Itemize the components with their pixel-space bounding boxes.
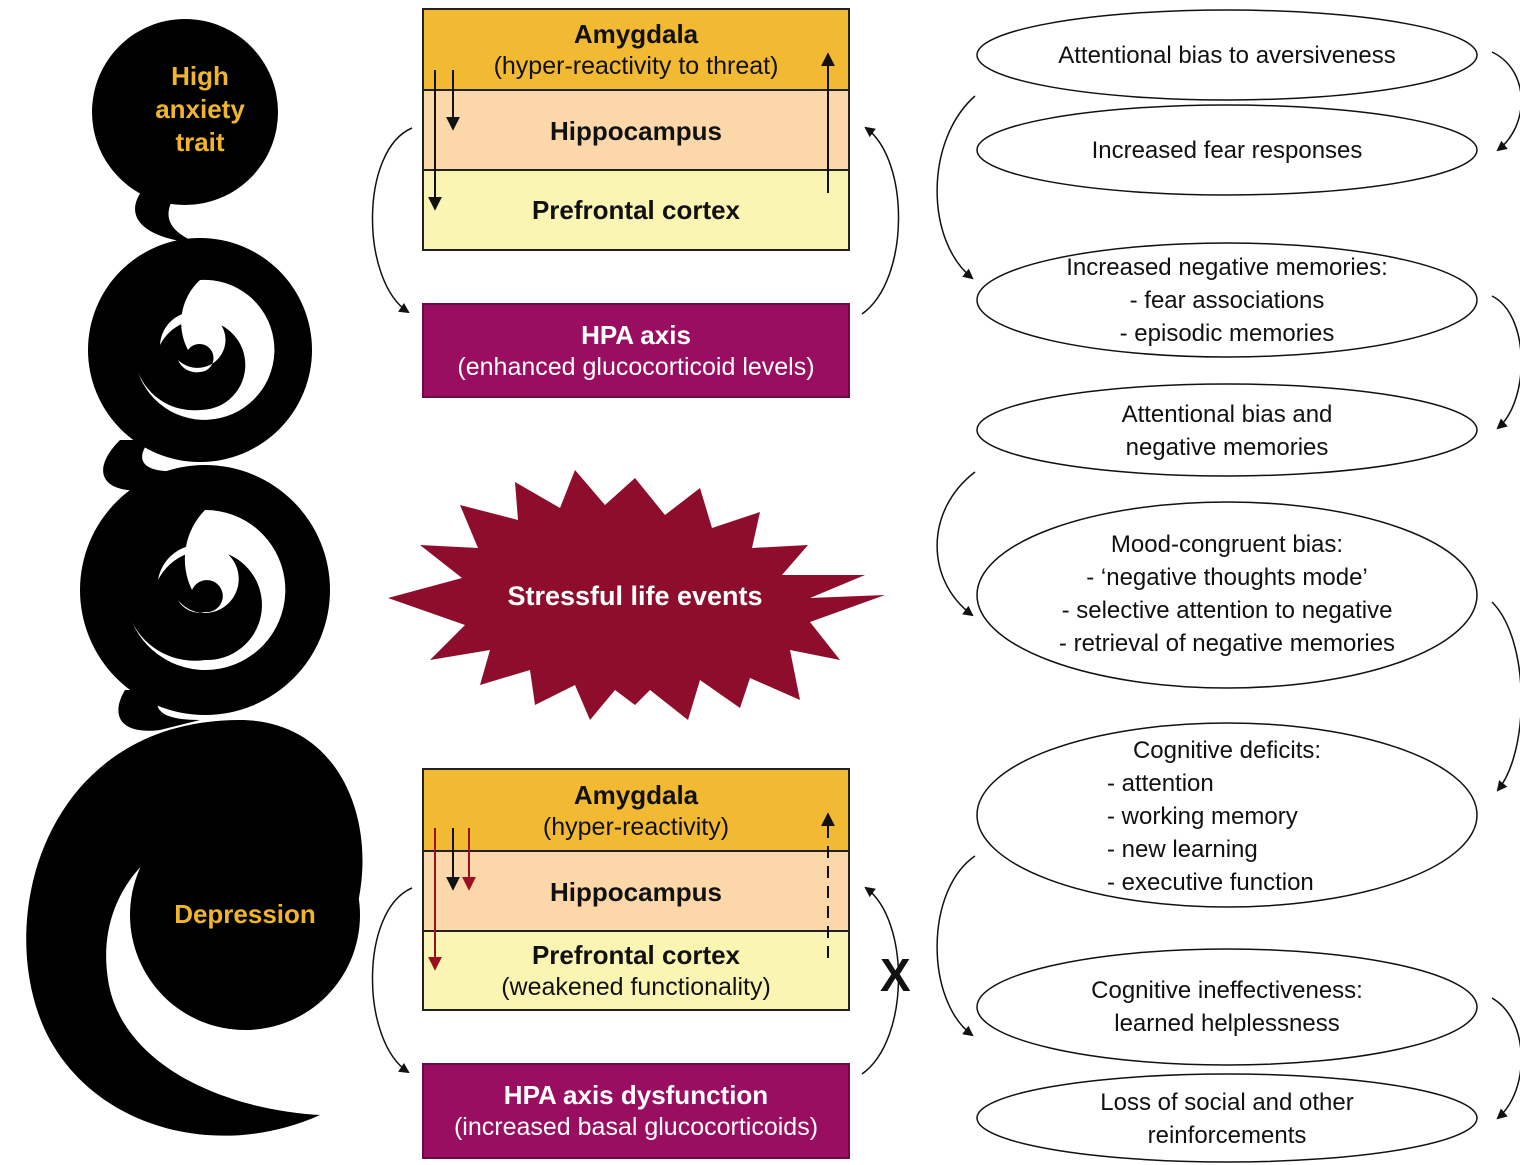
- top-amygdala-title: Amygdala: [573, 19, 699, 49]
- arrow-icon: [1491, 51, 1520, 152]
- ellipse-mood-congruent: [976, 501, 1478, 689]
- spiral-stem-1: [135, 182, 215, 250]
- top-amygdala-region: Amygdala (hyper-reactivity to threat): [422, 8, 850, 90]
- ellipse-line: - working memory: [1107, 802, 1298, 830]
- spiral-top-head: [92, 19, 278, 205]
- ellipse-text-loss-reinforcement: Loss of social and other reinforcements: [985, 1085, 1469, 1153]
- bottom-amygdala-region: Amygdala (hyper-reactivity): [422, 768, 850, 851]
- spiral-bottom-crescent: [26, 720, 363, 1136]
- ellipse-line: - selective attention to negative: [1061, 597, 1393, 624]
- ellipse-text-mood-congruent: Mood-congruent bias: - ‘negative thought…: [985, 526, 1469, 662]
- ellipse-fear-responses: [976, 104, 1478, 196]
- top-prefrontal-title: Prefrontal cortex: [531, 195, 741, 225]
- ellipse-line: - episodic memories: [1119, 319, 1335, 347]
- ellipse-line: - ‘negative thoughts mode’: [1086, 564, 1368, 591]
- ellipse-line: Mood-congruent bias:: [1110, 531, 1344, 558]
- ellipse-loss-reinforcement: [976, 1073, 1478, 1163]
- bottom-hpa-sub: (increased basal glucocorticoids): [453, 1113, 819, 1141]
- arrow-icon: [861, 886, 900, 1075]
- spiral-top-label-line: trait: [175, 127, 225, 157]
- arrow-icon: [1491, 601, 1520, 792]
- ellipse-text-fear-responses: Increased fear responses: [985, 117, 1469, 183]
- spiral-coil-2: [80, 465, 330, 715]
- bottom-amygdala-sub: (hyper-reactivity): [542, 812, 730, 841]
- ellipse-text-bias-memories: Attentional bias and negative memories: [985, 397, 1469, 465]
- ellipse-line: Cognitive ineffectiveness:: [1091, 977, 1363, 1004]
- bottom-hippocampus-title: Hippocampus: [550, 876, 722, 907]
- depression-label: Depression: [174, 899, 316, 929]
- top-hippocampus-title: Hippocampus: [550, 115, 722, 146]
- ellipse-line: Increased negative memories:: [1066, 253, 1388, 281]
- ellipse-text-ineffectiveness: Cognitive ineffectiveness: learned helpl…: [985, 973, 1469, 1041]
- arrow-icon: [1491, 997, 1520, 1120]
- ellipse-line: - retrieval of negative memories: [1058, 630, 1396, 657]
- ellipse-line: Attentional bias and: [1121, 401, 1333, 428]
- top-hpa-sub: (enhanced glucocorticoid levels): [457, 352, 815, 381]
- ellipse-line: Increased fear responses: [1091, 136, 1363, 164]
- ellipse-line: Cognitive deficits:: [1132, 736, 1322, 764]
- ellipse-line: Loss of social and other: [1100, 1089, 1354, 1116]
- ellipse-text-attentional-bias: Attentional bias to aversiveness: [985, 22, 1469, 88]
- top-hippocampus-region: Hippocampus: [422, 89, 850, 170]
- ellipse-line: - executive function: [1107, 868, 1314, 896]
- spiral-bottom-label: Depression: [155, 898, 335, 931]
- arrow-icon: [936, 471, 976, 617]
- ellipse-line: negative memories: [1125, 434, 1329, 461]
- spiral-top-label: High anxiety trait: [140, 60, 260, 159]
- stress-label: Stressful life events: [507, 581, 763, 611]
- ellipse-line: - fear associations: [1129, 286, 1325, 314]
- bottom-prefrontal-region: Prefrontal cortex (weakened functionalit…: [422, 930, 850, 1011]
- bottom-prefrontal-sub: (weakened functionality): [501, 972, 771, 1001]
- ellipse-bias-memories: [976, 383, 1478, 477]
- ellipse-line: - attention: [1107, 769, 1214, 797]
- bottom-hippocampus-region: Hippocampus: [422, 850, 850, 931]
- ellipse-negative-memories: [976, 242, 1478, 358]
- ellipse-line: reinforcements: [1147, 1122, 1307, 1149]
- spiral-top-label-line: High: [171, 61, 229, 91]
- ellipse-text-cognitive-deficits: Cognitive deficits: - attention - workin…: [985, 732, 1469, 900]
- ellipse-cognitive-deficits: [976, 722, 1478, 908]
- bottom-amygdala-title: Amygdala: [573, 779, 699, 810]
- top-prefrontal-region: Prefrontal cortex: [422, 169, 850, 251]
- ellipse-attentional-bias: [976, 9, 1478, 101]
- ellipse-line: Attentional bias to aversiveness: [1058, 41, 1396, 69]
- arrow-icon: [861, 126, 900, 315]
- ellipse-line: learned helplessness: [1114, 1010, 1340, 1037]
- arrow-icon: [936, 855, 976, 1037]
- bottom-prefrontal-title: Prefrontal cortex: [531, 939, 741, 970]
- spiral-coil-1: [88, 238, 312, 462]
- arrow-icon: [371, 127, 413, 314]
- ellipse-line: - new learning: [1107, 835, 1258, 863]
- ellipse-ineffectiveness: [976, 948, 1478, 1066]
- spiral-top-label-line: anxiety: [155, 94, 245, 124]
- spiral-stem-3: [118, 690, 200, 731]
- top-hpa-title: HPA axis: [581, 319, 691, 350]
- arrow-icon: [936, 95, 976, 280]
- bottom-hpa-title: HPA axis dysfunction: [503, 1080, 769, 1110]
- starburst-shape: [388, 470, 885, 720]
- top-amygdala-sub: (hyper-reactivity to threat): [493, 52, 779, 80]
- bottom-hpa-box: HPA axis dysfunction (increased basal gl…: [422, 1063, 850, 1159]
- ellipse-text-negative-memories: Increased negative memories: - fear asso…: [985, 250, 1469, 350]
- arrow-icon: [1491, 295, 1520, 430]
- arrow-icon: [371, 887, 413, 1074]
- blocked-feedback-x: X: [880, 949, 911, 1001]
- top-hpa-box: HPA axis (enhanced glucocorticoid levels…: [422, 303, 850, 398]
